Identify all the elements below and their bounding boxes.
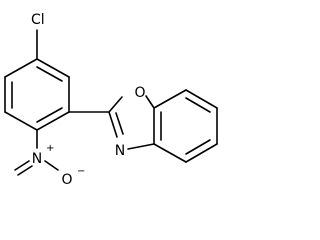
bond-c5-c4-inner [185, 139, 211, 155]
atom-chlorine: Cl [31, 12, 45, 28]
bond-c4-c5 [4, 111, 38, 131]
bond-c2-n3-inner [115, 112, 124, 135]
bond-o1-c7a [145, 95, 155, 109]
bond-n-o-right [44, 160, 59, 171]
bond-c5-c6-inner [36, 107, 63, 123]
atom-oxazole-nitrogen: N [115, 143, 125, 159]
nitrochlorophenyl-ring [4, 58, 70, 131]
bond-c1-c2 [36, 58, 70, 78]
bond-c7-c6-inner [185, 97, 211, 113]
bond-n3-c3a [127, 143, 155, 150]
atom-nitro-oxygen: O [61, 172, 72, 188]
bond-n-o-left-inner [17, 165, 33, 176]
oxazole-ring: O N [108, 85, 155, 159]
nitro-nitrogen-charge: + [46, 143, 54, 154]
bond-c4-c3a [153, 143, 187, 163]
nitro-oxygen-charge: − [77, 166, 85, 177]
bond-c2-n3 [108, 111, 118, 138]
bond-c1-c2-inner [36, 66, 63, 82]
atom-nitro-nitrogen: N [32, 151, 42, 167]
bond-c5-c6 [36, 111, 70, 131]
bond-c2-c3 [4, 58, 38, 78]
fused-benzene-ring [153, 89, 218, 163]
bond-c7-c6 [185, 89, 218, 109]
chemical-structure: Cl N + O − O N [4, 12, 218, 188]
bond-c2-o1 [108, 96, 123, 113]
bond-c7a-c7 [153, 89, 187, 109]
bond-n-o-left [14, 160, 30, 171]
bond-c5-c4 [185, 143, 218, 163]
atom-oxazole-oxygen: O [134, 85, 145, 101]
